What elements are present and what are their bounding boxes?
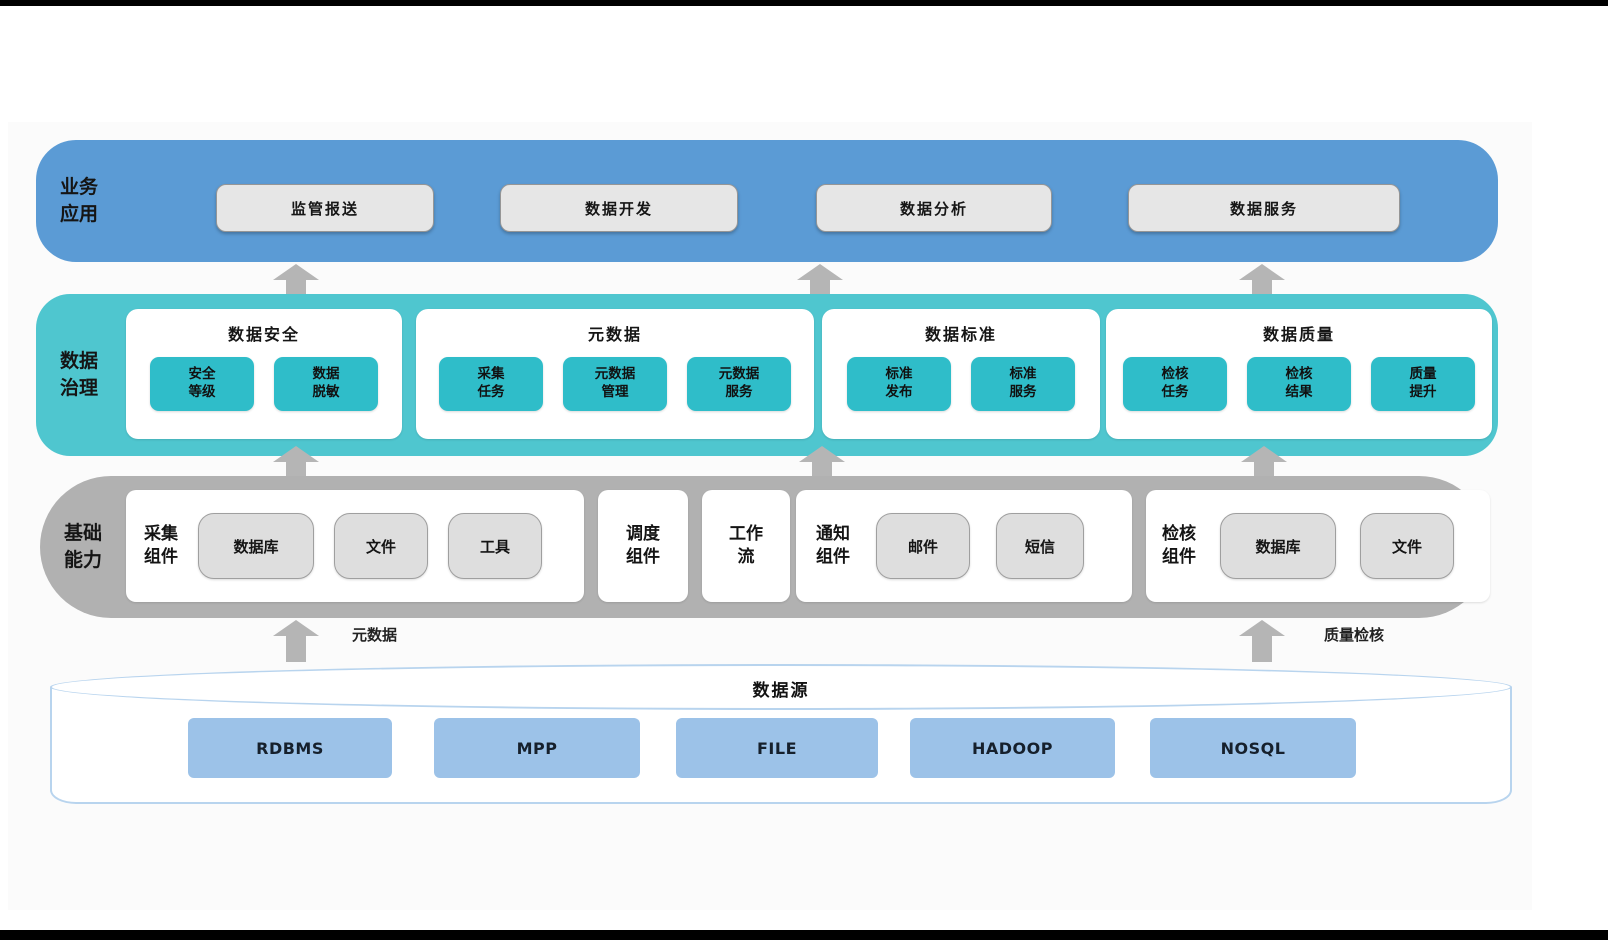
datasource-node-nosql: NOSQL: [1150, 718, 1356, 778]
up-arrow: [273, 446, 319, 476]
arrow-stem: [1252, 280, 1272, 294]
datasource-node-file: FILE: [676, 718, 878, 778]
group-title: 元数据: [587, 325, 642, 344]
group-label: 通知 组件: [816, 524, 850, 567]
governance-group-data-standard: 数据标准 标准 发布 标准 服务: [822, 309, 1100, 439]
foundation-item-chip: 短信: [996, 513, 1084, 579]
arrow-head: [273, 264, 319, 280]
foundation-item-chip: 数据库: [198, 513, 314, 579]
up-arrow: [273, 264, 319, 294]
foundation-layer-label: 基础 能力: [64, 522, 103, 571]
bottom-border-bar: [0, 930, 1608, 940]
group-title: 数据安全: [227, 325, 300, 344]
group-chip-row: 检核 任务 检核 结果 质量 提升: [1123, 357, 1475, 411]
governance-group-data-security: 数据安全 安全 等级 数据 脱敏: [126, 309, 402, 439]
datasource-title: 数据源: [752, 681, 810, 701]
arrow-head: [1239, 620, 1285, 636]
arrow-head: [1241, 446, 1287, 462]
group-chip-row: 标准 发布 标准 服务: [847, 357, 1075, 411]
group-chip-row: 安全 等级 数据 脱敏: [150, 357, 378, 411]
cylinder-top-ellipse: [50, 664, 1512, 710]
group-chip-row: 采集 任务 元数据 管理 元数据 服务: [439, 357, 791, 411]
arrow-head: [273, 620, 319, 636]
arrow-stem: [286, 280, 306, 294]
arrow-head: [273, 446, 319, 462]
up-arrow: [1241, 446, 1287, 476]
governance-layer-label: 数据 治理: [60, 350, 99, 399]
arrow-label-quality-check: 质量检核: [1324, 626, 1385, 644]
governance-group-metadata: 元数据 采集 任务 元数据 管理 元数据 服务: [416, 309, 814, 439]
arrow-stem: [1254, 462, 1274, 476]
foundation-group-collection: 采集 组件 数据库 文件 工具: [126, 490, 584, 602]
foundation-item-chip: 数据库: [1220, 513, 1336, 579]
group-label: 调度 组件: [626, 524, 660, 567]
group-label: 工作 流: [729, 524, 763, 567]
governance-item-chip: 标准 服务: [971, 357, 1075, 411]
datasource-node-rdbms: RDBMS: [188, 718, 392, 778]
governance-group-data-quality: 数据质量 检核 任务 检核 结果 质量 提升: [1106, 309, 1492, 439]
foundation-item-chip: 文件: [1360, 513, 1454, 579]
governance-item-chip: 元数据 管理: [563, 357, 667, 411]
governance-item-chip: 检核 结果: [1247, 357, 1351, 411]
business-layer: 业务 应用 监管报送 数据开发 数据分析 数据服务: [36, 140, 1498, 262]
governance-item-chip: 元数据 服务: [687, 357, 791, 411]
group-title: 数据标准: [924, 325, 997, 344]
arrow-head: [799, 446, 845, 462]
up-arrow: [1239, 264, 1285, 294]
business-app-node: 监管报送: [216, 184, 434, 232]
datasource-node-mpp: MPP: [434, 718, 640, 778]
business-layer-label: 业务 应用: [60, 176, 99, 225]
business-app-node: 数据开发: [500, 184, 738, 232]
business-app-node: 数据服务: [1128, 184, 1400, 232]
foundation-item-chip: 文件: [334, 513, 428, 579]
foundation-group-check: 检核 组件 数据库 文件: [1146, 490, 1490, 602]
governance-item-chip: 质量 提升: [1371, 357, 1475, 411]
arrow-stem: [286, 636, 306, 662]
datasource-layer: 数据源 RDBMS MPP FILE HADOOP NOSQL: [50, 664, 1512, 804]
governance-item-chip: 数据 脱敏: [274, 357, 378, 411]
arrow-stem: [810, 280, 830, 294]
arrow-head: [797, 264, 843, 280]
governance-item-chip: 检核 任务: [1123, 357, 1227, 411]
group-label: 采集 组件: [144, 524, 178, 567]
foundation-item-chip: 邮件: [876, 513, 970, 579]
up-arrow: [273, 620, 319, 662]
up-arrow: [799, 446, 845, 476]
arrow-stem: [286, 462, 306, 476]
datasource-node-hadoop: HADOOP: [910, 718, 1115, 778]
foundation-node-workflow: 工作 流: [702, 490, 790, 602]
arrow-stem: [812, 462, 832, 476]
group-label: 检核 组件: [1162, 524, 1196, 567]
foundation-layer: 基础 能力 采集 组件 数据库 文件 工具 调度 组件 工作 流 通知 组件 邮…: [40, 476, 1490, 618]
arrow-label-metadata: 元数据: [352, 626, 398, 644]
governance-item-chip: 采集 任务: [439, 357, 543, 411]
foundation-node-scheduler: 调度 组件: [598, 490, 688, 602]
group-title: 数据质量: [1262, 325, 1335, 344]
arrow-stem: [1252, 636, 1272, 662]
up-arrow: [1239, 620, 1285, 662]
governance-item-chip: 安全 等级: [150, 357, 254, 411]
top-border-bar: [0, 0, 1608, 6]
up-arrow: [797, 264, 843, 294]
governance-item-chip: 标准 发布: [847, 357, 951, 411]
foundation-item-chip: 工具: [448, 513, 542, 579]
arrow-head: [1239, 264, 1285, 280]
foundation-group-notification: 通知 组件 邮件 短信: [796, 490, 1132, 602]
governance-layer: 数据 治理 数据安全 安全 等级 数据 脱敏 元数据 采集 任务 元数据 管理 …: [36, 294, 1498, 456]
business-app-node: 数据分析: [816, 184, 1052, 232]
